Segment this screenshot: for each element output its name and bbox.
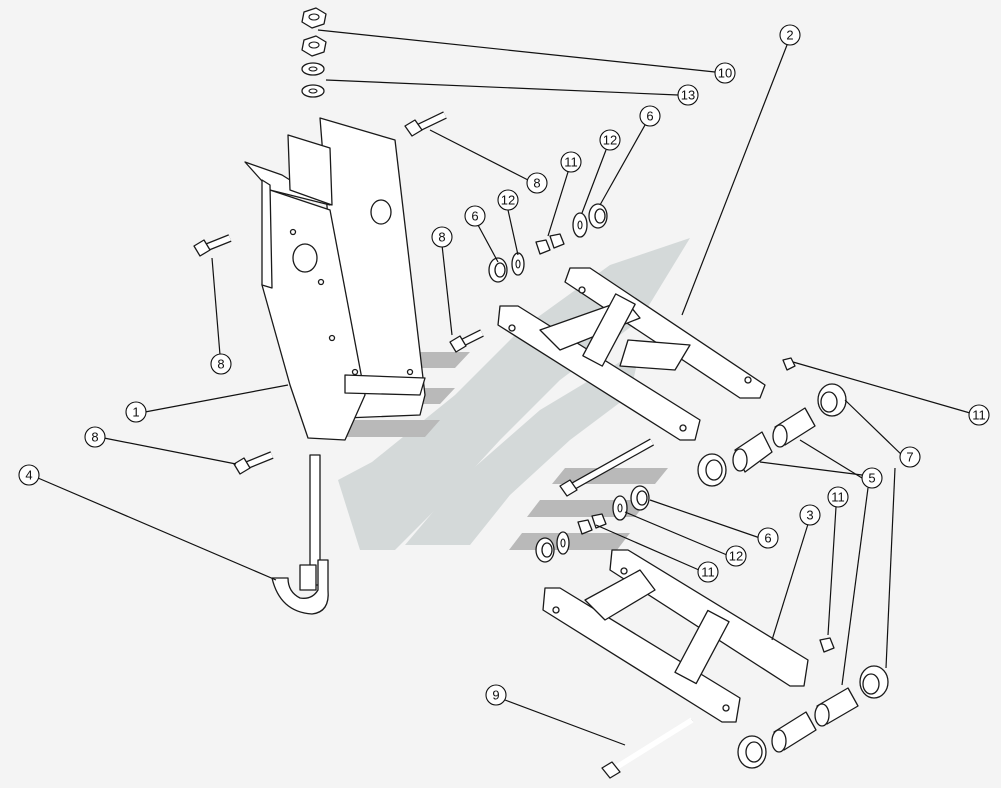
svg-text:9: 9 (492, 688, 499, 703)
callout-11: 11 (968, 404, 990, 426)
svg-text:3: 3 (806, 508, 813, 523)
svg-text:11: 11 (972, 408, 986, 423)
svg-text:12: 12 (729, 549, 743, 564)
bolt-8-bottom (233, 451, 274, 475)
svg-text:5: 5 (868, 471, 875, 486)
bolt-8-middle (449, 329, 484, 353)
callout-5: 5 (861, 467, 883, 489)
callout-2: 2 (779, 24, 801, 46)
svg-text:8: 8 (438, 230, 445, 245)
callout-10: 10 (714, 62, 736, 84)
svg-text:7: 7 (906, 450, 913, 465)
part-9-long-bolt (601, 717, 694, 779)
nut-stack-top (301, 7, 327, 98)
bolt-8-left (193, 234, 232, 257)
svg-text:10: 10 (718, 66, 732, 81)
callout-7: 7 (899, 446, 921, 468)
svg-text:13: 13 (681, 88, 695, 103)
svg-text:6: 6 (646, 109, 653, 124)
svg-text:11: 11 (831, 490, 845, 505)
svg-text:8: 8 (533, 176, 540, 191)
hardware-lower-row (535, 485, 650, 563)
callout-6: 6 (639, 105, 661, 127)
part-2-upper-frame (497, 267, 766, 441)
callout-4: 4 (18, 464, 40, 486)
svg-text:11: 11 (701, 565, 715, 580)
svg-text:1: 1 (132, 405, 139, 420)
callout-11: 11 (827, 486, 849, 508)
callout-13: 13 (677, 84, 699, 106)
callout-12: 12 (599, 129, 621, 151)
callout-12: 12 (725, 545, 747, 567)
bushing-set-lower (737, 637, 889, 769)
svg-text:2: 2 (786, 28, 793, 43)
callout-11: 11 (560, 151, 582, 173)
part-3-lower-frame (542, 549, 809, 723)
svg-text:6: 6 (764, 531, 771, 546)
part-1-main-bracket (244, 117, 426, 441)
svg-text:4: 4 (25, 468, 32, 483)
svg-text:8: 8 (217, 357, 224, 372)
callout-3: 3 (799, 504, 821, 526)
bushing-set-upper (697, 357, 847, 487)
part-4-hook (271, 454, 329, 615)
svg-text:12: 12 (603, 133, 617, 148)
callout-12: 12 (497, 189, 519, 211)
svg-text:6: 6 (471, 209, 478, 224)
bolt-8-top (404, 111, 447, 137)
callout-9: 9 (485, 684, 507, 706)
callout-6: 6 (464, 205, 486, 227)
leader-lines (37, 29, 971, 746)
callout-8: 8 (210, 353, 232, 375)
svg-text:8: 8 (91, 430, 98, 445)
callout-8: 8 (526, 172, 548, 194)
callout-8: 8 (431, 226, 453, 248)
svg-text:12: 12 (501, 193, 515, 208)
svg-text:11: 11 (564, 155, 578, 170)
callout-1: 1 (125, 401, 147, 423)
callout-11: 11 (697, 561, 719, 583)
callout-6: 6 (757, 527, 779, 549)
bolt-long-center (559, 438, 654, 497)
callout-8: 8 (84, 426, 106, 448)
